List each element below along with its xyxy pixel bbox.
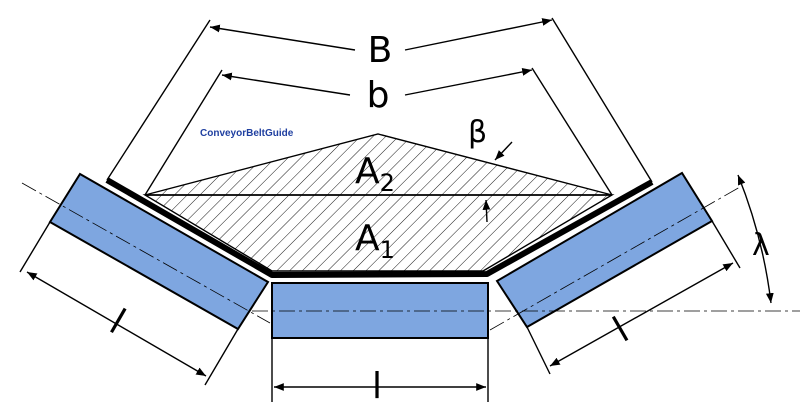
- conveyor-belt: [105, 177, 654, 278]
- lower-area-a1: [142, 194, 615, 272]
- dimension-l-left: [19, 221, 239, 386]
- center-roller: [271, 282, 489, 339]
- left-roller-centerline: [21, 182, 271, 324]
- label-load-width: b: [367, 75, 390, 116]
- label-belt-width: B: [368, 30, 393, 71]
- dimension-l-right: [526, 220, 741, 375]
- label-idler-length-center: l: [372, 366, 382, 404]
- dimension-b: [106, 17, 653, 183]
- dimension-l-center: [271, 338, 489, 402]
- dimension-lambda: [737, 174, 774, 304]
- label-idler-length-left: l: [103, 302, 132, 343]
- label-surcharge-angle: β: [468, 115, 487, 150]
- label-upper-area: A2: [355, 151, 395, 197]
- dimension-b-lower: [144, 67, 613, 196]
- label-idler-length-right: l: [607, 310, 636, 351]
- label-lower-area: A1: [355, 218, 395, 264]
- right-roller-centerline: [489, 186, 741, 331]
- surcharge-angle-marker: [482, 141, 513, 223]
- label-trough-angle: λ: [752, 228, 770, 263]
- brand-label: ConveyorBeltGuide: [200, 128, 294, 139]
